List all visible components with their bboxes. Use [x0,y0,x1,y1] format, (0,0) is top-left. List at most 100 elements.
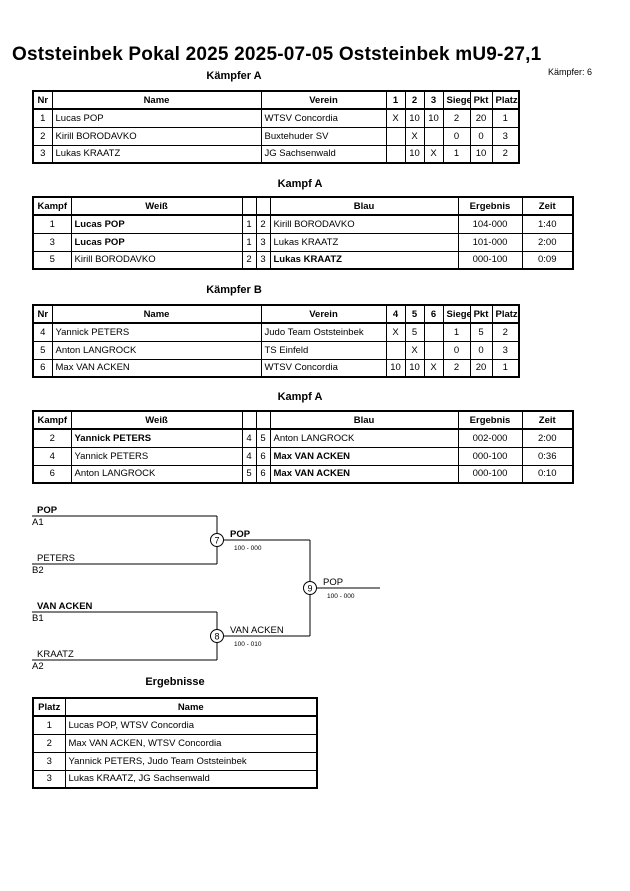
final-winner: POP [323,577,343,588]
table-cell: 2 [32,428,72,448]
table-cell: 3 [32,751,66,771]
table-cell: 4 [241,446,257,466]
col-header: Siege [442,304,471,324]
fights-a-title: Kampf A [277,178,323,190]
col-header [241,196,257,216]
table-cell: Lukas KRAATZ [269,232,459,252]
table-cell: 1 [491,358,520,378]
table-cell: 1 [241,232,257,252]
col-header: 6 [423,304,444,324]
table-cell: 2 [241,250,257,270]
table-cell: 1 [442,144,471,164]
bracket-entrant-2-name: PETERS [37,553,75,564]
table-cell: X [404,340,425,360]
col-header: Nr [32,90,53,110]
col-header [255,410,271,430]
bracket-entrant-1-name: POP [37,505,58,516]
col-header: Kampf [32,196,72,216]
col-header: Weiß [70,410,243,430]
col-header: Ergebnis [457,410,523,430]
table-cell: TS Einfeld [260,340,387,360]
table-cell: 0 [442,126,471,146]
semi-8-winner: VAN ACKEN [230,625,284,636]
semi-8-score: 100 - 010 [234,641,262,648]
table-cell: Lukas KRAATZ [51,144,262,164]
table-cell: 2 [442,358,471,378]
table-cell: 1 [241,214,257,234]
table-cell: Yannick PETERS [70,446,243,466]
fight-8-number: 8 [214,632,219,642]
table-cell: Anton LANGROCK [269,428,459,448]
fight-7-number: 7 [214,536,219,546]
pool-a-title: Kämpfer A [206,70,262,82]
fight-8-marker [210,629,224,643]
table-cell: Max VAN ACKEN [269,446,459,466]
col-header: Zeit [521,410,574,430]
col-header: Platz [32,697,66,717]
results-header-row: Platz Name [32,697,318,717]
table-cell: Lucas POP [70,214,243,234]
table-cell [423,126,444,146]
table-cell: 2 [32,733,66,753]
col-header [255,196,271,216]
pool-b-title: Kämpfer B [206,284,262,296]
table-cell: 000-100 [457,464,523,484]
table-cell: Lucas POP [70,232,243,252]
bracket-entrant-3-seed: B1 [32,613,44,624]
table-cell: 10 [404,144,425,164]
table-cell: 2:00 [521,428,574,448]
fight-9-marker [303,581,317,595]
table-cell: Yannick PETERS [70,428,243,448]
table-cell [385,340,406,360]
table-cell: 0:09 [521,250,574,270]
table-cell: 2 [442,108,471,128]
table-cell: 3 [491,340,520,360]
table-cell: 002-000 [457,428,523,448]
table-cell: X [404,126,425,146]
table-cell: 6 [255,464,271,484]
bracket-entrant-3-name: VAN ACKEN [37,601,93,612]
col-header: Siege [442,90,471,110]
table-cell: 10 [404,108,425,128]
table-cell: JG Sachsenwald [260,144,387,164]
table-cell: 1 [32,108,53,128]
bracket-entrant-1-seed: A1 [32,517,44,528]
table-cell [385,144,406,164]
table-cell: 0 [469,126,493,146]
table-cell: 2 [491,144,520,164]
table-cell: 5 [32,340,53,360]
col-header: Verein [260,90,387,110]
table-cell: Buxtehuder SV [260,126,387,146]
table-cell: 3 [255,250,271,270]
col-header: 3 [423,90,444,110]
table-cell: 10 [423,108,444,128]
table-cell: Yannick PETERS, Judo Team Oststeinbek [64,751,318,771]
table-cell: 4 [241,428,257,448]
bracket-entrant-4-seed: A2 [32,661,44,672]
table-cell [423,340,444,360]
table-cell: 0:36 [521,446,574,466]
table-cell: WTSV Concordia [260,358,387,378]
table-cell: 20 [469,358,493,378]
fight-9-number: 9 [307,584,312,594]
semi-7-score: 100 - 000 [234,545,262,552]
col-header [241,410,257,430]
col-header: Ergebnis [457,196,523,216]
table-cell: 10 [404,358,425,378]
fights-b-header-row: Kampf Weiß Blau Ergebnis Zeit [32,410,574,430]
table-cell: 1 [32,214,72,234]
col-header: Name [51,304,262,324]
table-cell: 4 [32,322,53,342]
table-cell: Max VAN ACKEN [269,464,459,484]
table-cell: 3 [491,126,520,146]
table-cell: 5 [404,322,425,342]
col-header: Blau [269,410,459,430]
